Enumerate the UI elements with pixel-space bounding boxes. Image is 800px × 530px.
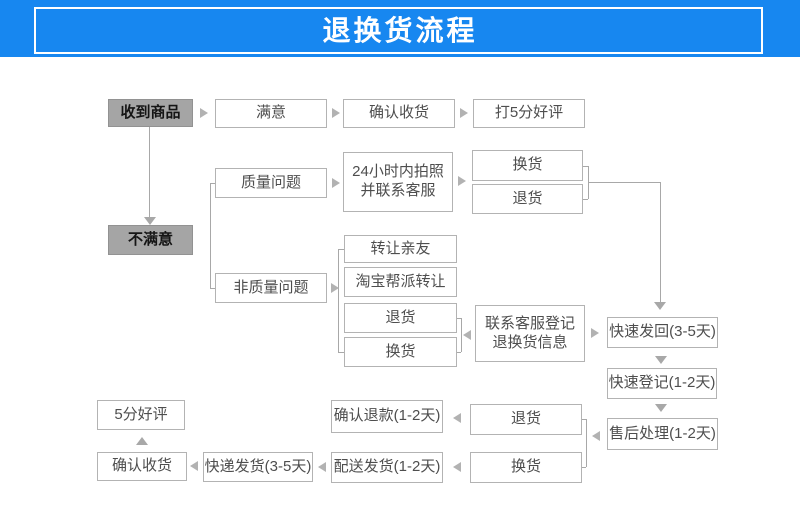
connector-line <box>210 288 215 289</box>
arrow-left-icon <box>190 461 198 471</box>
node-return-bottom: 退货 <box>470 404 582 435</box>
connector-line <box>210 183 215 184</box>
node-taobao-group-transfer: 淘宝帮派转让 <box>344 267 457 297</box>
node-exchange-bottom: 换货 <box>470 452 582 483</box>
arrow-left-icon <box>592 431 600 441</box>
arrow-right-icon <box>332 178 340 188</box>
connector-line <box>338 249 339 352</box>
arrow-left-icon <box>453 462 461 472</box>
arrow-left-icon <box>318 462 326 472</box>
connector-line <box>457 318 461 319</box>
node-satisfied: 满意 <box>215 99 327 128</box>
arrow-down-icon <box>654 302 666 310</box>
arrow-up-icon <box>136 437 148 445</box>
node-unsatisfied: 不满意 <box>108 225 193 255</box>
arrow-right-icon <box>460 108 468 118</box>
node-photo-within-24h: 24小时内拍照 并联系客服 <box>343 152 453 212</box>
arrow-right-icon <box>458 176 466 186</box>
connector-line <box>457 352 461 353</box>
node-express-shipping: 快递发货(3-5天) <box>203 452 313 482</box>
node-fast-register: 快速登记(1-2天) <box>607 368 717 399</box>
connector-line <box>149 127 150 217</box>
connector-line <box>338 352 344 353</box>
node-receive-goods: 收到商品 <box>108 99 193 127</box>
page-title: 退换货流程 <box>322 14 478 46</box>
arrow-down-icon <box>655 356 667 364</box>
node-rate-5-stars-top: 打5分好评 <box>473 99 585 128</box>
connector-line <box>660 182 661 302</box>
title-banner: 退换货流程 <box>0 0 800 57</box>
node-confirm-refund: 确认退款(1-2天) <box>331 400 443 433</box>
connector-line <box>586 419 587 467</box>
connector-line <box>583 166 588 167</box>
node-transfer-to-friends: 转让亲友 <box>344 235 457 263</box>
arrow-down-icon <box>144 217 156 225</box>
connector-line <box>588 182 660 183</box>
connector-line <box>582 467 586 468</box>
node-return-top: 退货 <box>472 184 583 214</box>
connector-line <box>583 199 588 200</box>
node-return-mid: 退货 <box>344 303 457 333</box>
arrow-right-icon <box>331 283 339 293</box>
node-rate-5-stars-bottom: 5分好评 <box>97 400 185 430</box>
connector-line <box>210 183 211 288</box>
connector-line <box>461 318 462 352</box>
arrow-down-icon <box>655 404 667 412</box>
node-exchange-top: 换货 <box>472 150 583 181</box>
node-fast-send-back: 快速发回(3-5天) <box>607 317 718 348</box>
node-contact-customer-service: 联系客服登记 退换货信息 <box>475 305 585 362</box>
banner-inner-frame <box>34 7 763 54</box>
connector-line <box>338 249 344 250</box>
node-quality-issue: 质量问题 <box>215 168 327 198</box>
node-dispatch-shipping: 配送发货(1-2天) <box>331 452 443 483</box>
arrow-right-icon <box>200 108 208 118</box>
arrow-left-icon <box>453 413 461 423</box>
arrow-right-icon <box>332 108 340 118</box>
node-non-quality-issue: 非质量问题 <box>215 273 327 303</box>
arrow-right-icon <box>591 328 599 338</box>
arrow-left-icon <box>463 330 471 340</box>
node-confirm-receipt-bottom: 确认收货 <box>97 452 187 481</box>
node-after-sale-processing: 售后处理(1-2天) <box>607 418 718 450</box>
node-confirm-receipt-top: 确认收货 <box>343 99 455 128</box>
node-exchange-mid: 换货 <box>344 337 457 367</box>
connector-line <box>582 419 586 420</box>
